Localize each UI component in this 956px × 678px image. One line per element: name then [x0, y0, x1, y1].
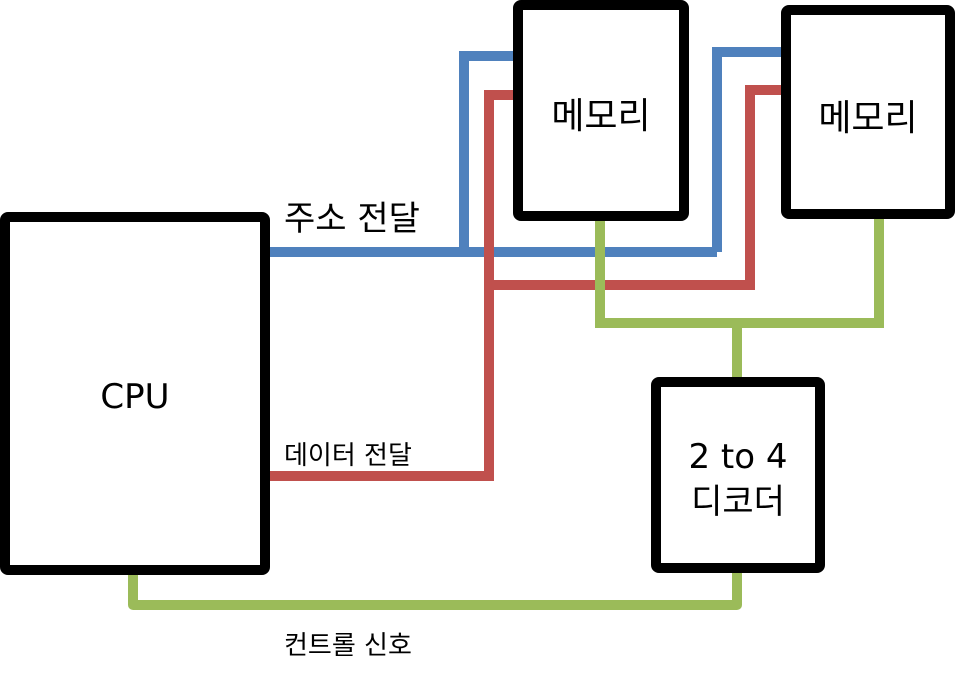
address-line-memory1	[459, 51, 518, 252]
chip-select-lines	[595, 216, 884, 328]
cpu-block	[0, 212, 270, 575]
control-signal-line	[128, 568, 742, 610]
data-bus-line	[267, 90, 518, 481]
control-label: 컨트롤 신호	[284, 631, 412, 661]
address-line-memory2	[712, 47, 786, 252]
data-line-memory2	[489, 85, 786, 290]
decoder-block	[651, 377, 825, 573]
memory1-block	[513, 0, 689, 221]
memory2-block	[781, 5, 955, 219]
data-label: 데이터 전달	[284, 441, 412, 471]
cpu-label: CPU	[100, 377, 169, 417]
memory1-label: 메모리	[551, 96, 650, 137]
decoder-label-line1: 2 to 4	[688, 437, 787, 477]
address-label: 주소 전달	[284, 199, 420, 239]
memory2-label: 메모리	[818, 98, 917, 139]
decoder-label-line2: 디코더	[691, 482, 785, 522]
